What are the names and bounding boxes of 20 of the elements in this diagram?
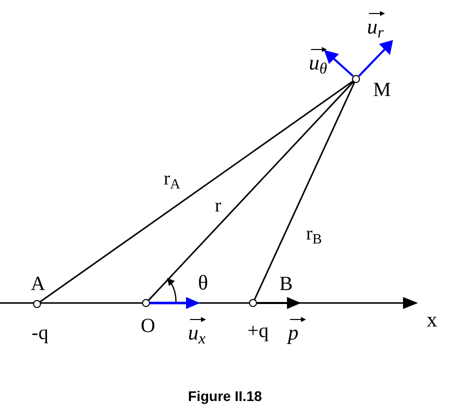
point-label: B xyxy=(279,274,293,294)
point-marker xyxy=(352,75,360,83)
line-segment xyxy=(148,81,354,301)
line-segment xyxy=(254,82,356,300)
vector-label: u$_{r}$ xyxy=(367,16,384,38)
point-label: +q xyxy=(247,321,269,341)
axis-label: x xyxy=(426,310,438,330)
axis-label: θ xyxy=(198,272,208,294)
vector-label: p xyxy=(288,322,298,344)
point-label: A xyxy=(30,274,46,294)
vector-label: u$_{x}$ xyxy=(188,322,206,344)
point-label: -q xyxy=(32,323,48,343)
point-marker xyxy=(142,299,150,307)
line-segment xyxy=(39,80,354,303)
point-marker xyxy=(249,299,257,307)
figure-caption: Figure II.18 xyxy=(188,387,262,406)
point-label: O xyxy=(140,316,156,336)
point-label: M xyxy=(373,80,391,100)
point-marker xyxy=(33,300,41,308)
vector-label: u$_{θ}$ xyxy=(308,52,328,74)
